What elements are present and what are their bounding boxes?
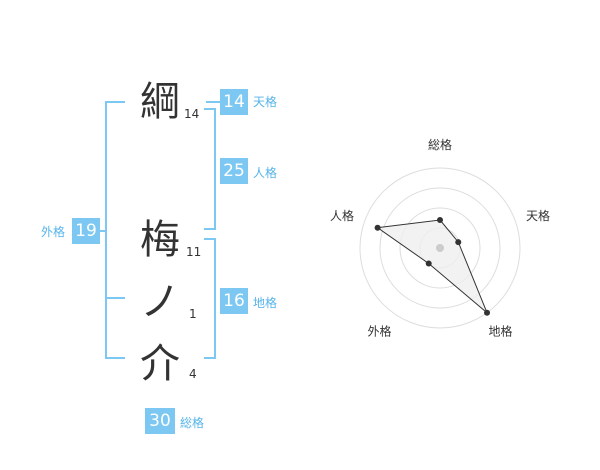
tenkaku-label: 天格 <box>253 95 278 109</box>
jinkaku-label: 人格 <box>253 166 278 180</box>
radar-ring <box>399 207 481 289</box>
chikaku-bracket-top <box>204 238 216 240</box>
jinkaku-bracket <box>214 108 216 230</box>
radar-center-dot <box>436 244 444 252</box>
radar-point <box>374 224 381 231</box>
radar-point <box>484 309 491 316</box>
stroke-count-1: 14 <box>184 107 200 121</box>
name-char-4: 介 <box>140 341 180 387</box>
name-char-3: ノ <box>140 279 180 325</box>
chikaku-bracket-bottom <box>204 357 216 359</box>
chikaku-badge: 16 <box>220 288 248 314</box>
chikaku-label: 地格 <box>253 296 278 310</box>
soukaku-label: 総格 <box>180 416 205 430</box>
radar-point <box>437 217 443 223</box>
jinkaku-badge: 25 <box>220 158 248 184</box>
radar-ring <box>379 187 501 309</box>
tenkaku-badge: 14 <box>220 89 248 115</box>
radar-point <box>455 239 462 246</box>
radar-area <box>376 219 488 314</box>
stroke-count-4: 4 <box>189 367 197 381</box>
radar-axis-label: 人格 <box>330 208 354 223</box>
stroke-count-3: 1 <box>189 307 197 321</box>
gaikaku-bracket-bottom <box>105 357 125 359</box>
chikaku-bracket <box>214 238 216 359</box>
gaikaku-badge: 19 <box>72 218 100 244</box>
soukaku-badge: 30 <box>145 408 175 434</box>
radar-axis-label: 総格 <box>428 137 452 152</box>
gaikaku-connector <box>98 230 107 232</box>
radar-axis-label: 外格 <box>367 323 391 338</box>
name-char-2: 梅 <box>140 217 180 263</box>
radar-point <box>425 260 432 267</box>
radar-axis-label: 地格 <box>489 323 513 338</box>
gaikaku-label: 外格 <box>41 225 66 239</box>
radar-ring <box>359 167 521 329</box>
tenkaku-connector <box>206 101 222 103</box>
radar-axis-label: 天格 <box>526 208 550 223</box>
stroke-count-2: 11 <box>186 245 202 259</box>
radar-points <box>374 217 491 316</box>
name-char-1: 綱 <box>140 79 180 125</box>
gaikaku-bracket-mid <box>105 297 125 299</box>
gaikaku-bracket-top <box>105 101 125 103</box>
jinkaku-bracket-bottom <box>204 228 216 230</box>
jinkaku-bracket-top <box>204 108 216 110</box>
